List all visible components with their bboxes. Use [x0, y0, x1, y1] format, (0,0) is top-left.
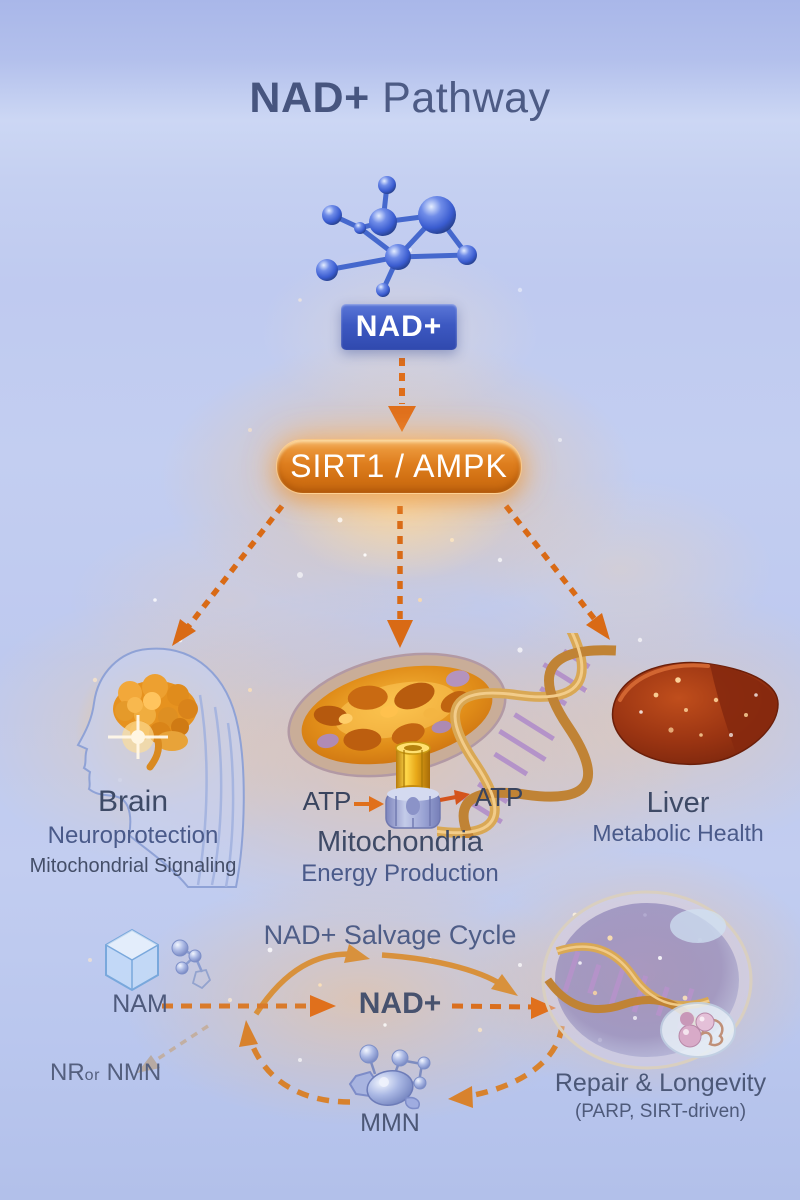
- arrow-to-nr-nmn: [137, 1024, 209, 1073]
- brain-subtitle: Neuroprotection: [47, 822, 219, 849]
- liver-sparkles: [639, 677, 758, 737]
- repair-title: Repair & Longevity: [554, 1069, 767, 1097]
- page-title-bold: NAD+: [249, 74, 370, 122]
- glowing-brain: [108, 674, 198, 771]
- arrow-effector-to-brain: [172, 504, 285, 646]
- nam-molecule-icon: [105, 928, 212, 992]
- repair-note: (PARP, SIRT-driven): [574, 1101, 747, 1122]
- nad-cycle-label: NAD+: [358, 987, 442, 1020]
- salvage-cycle-title: NAD+ Salvage Cycle: [263, 920, 517, 950]
- mitochondria-subtitle: Energy Production: [301, 860, 499, 887]
- arrow-effector-to-liver: [503, 504, 610, 640]
- nad-badge: NAD+: [341, 304, 457, 350]
- atp-synthase-icon: [385, 741, 441, 829]
- nr-main: NR: [50, 1059, 85, 1086]
- nr-alt: NMN: [99, 1059, 162, 1086]
- brain-note: Mitochondrial Signaling: [29, 855, 237, 877]
- atp-in-label: ATP: [302, 786, 352, 816]
- brain-illustration: [75, 647, 245, 888]
- arrow-repair-to-nmn: [448, 1025, 565, 1108]
- organelle-cluster: [660, 1002, 736, 1058]
- arrow-nam-to-nad: [162, 995, 336, 1017]
- mitochondria-title: Mitochondria: [316, 826, 484, 858]
- hair-strands: [196, 694, 235, 888]
- mitochondria-illustration: [287, 652, 507, 778]
- atp-out-label: ATP: [474, 782, 524, 812]
- brain-title: Brain: [97, 785, 169, 818]
- mmn-label: MMN: [360, 1109, 420, 1137]
- liver-title: Liver: [646, 787, 710, 819]
- nam-label: NAM: [112, 990, 168, 1018]
- nr-or: or: [84, 1067, 100, 1084]
- arrow-nad-to-effector: [388, 358, 416, 432]
- cell-sparkles: [578, 935, 688, 1020]
- nr-nmn-label: NRor NMN: [50, 1060, 220, 1085]
- nad-molecule-icon: [316, 176, 477, 297]
- dna-helix-icon: [437, 633, 617, 838]
- synapse-flare: [108, 715, 168, 759]
- repair-cell-illustration: [541, 890, 753, 1070]
- page-title-light: Pathway: [382, 74, 551, 122]
- liver-illustration: [611, 661, 779, 766]
- effector-pill: SIRT1 / AMPK: [276, 439, 522, 494]
- nmn-molecule-icon: [348, 1044, 431, 1110]
- atp-out-arrow-icon: [440, 790, 470, 805]
- liver-subtitle: Metabolic Health: [592, 820, 764, 846]
- atp-in-arrow-icon: [354, 796, 384, 812]
- arrow-nmn-to-nam: [239, 1020, 351, 1105]
- arrow-effector-to-mitochondria: [387, 506, 413, 648]
- arrow-nad-to-repair: [451, 997, 556, 1019]
- page-title: NAD+ Pathway: [0, 74, 800, 122]
- arrow-salvage-top-arc: [253, 944, 518, 1016]
